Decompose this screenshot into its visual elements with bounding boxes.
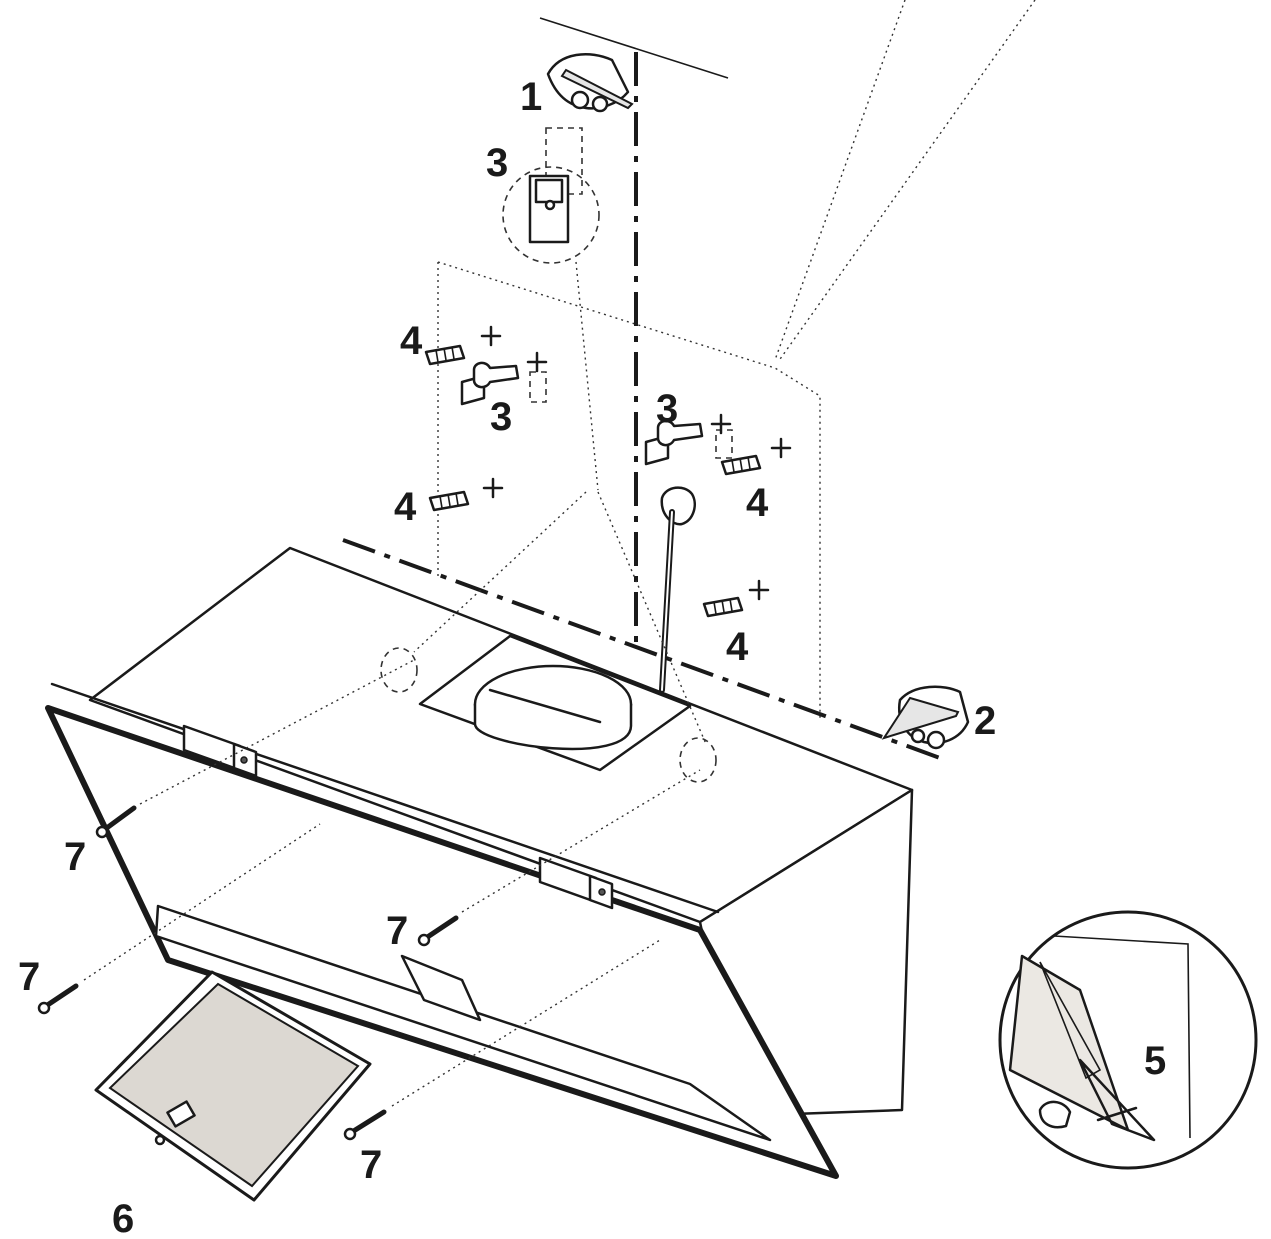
wall-plug-icon-3	[720, 437, 792, 476]
callout-4-bottom-right: 4	[726, 625, 749, 669]
callout-2: 2	[974, 699, 996, 743]
screw-icon-4	[343, 939, 661, 1141]
screw-icon-1	[95, 659, 415, 839]
callout-7-left: 7	[64, 835, 86, 879]
wall-plug-icon-1	[424, 325, 502, 366]
wall-bracket-icon-1	[460, 351, 548, 406]
screw-icon-3	[37, 823, 321, 1015]
callout-3-top: 3	[486, 141, 508, 185]
horizontal-reference-line	[342, 538, 941, 760]
callout-7-center: 7	[386, 909, 408, 953]
callout-7-far-left: 7	[18, 955, 40, 999]
marking-hand-icon-right	[881, 685, 970, 750]
callout-4-bottom-left: 4	[394, 485, 417, 529]
bracket-detail	[502, 127, 600, 491]
grease-filter	[94, 970, 372, 1202]
wall-plug-icon-4	[702, 579, 770, 618]
hood-glass-panel	[45, 705, 839, 1179]
wall-plug-icon-2	[428, 477, 504, 512]
screw-icon-2	[417, 769, 701, 947]
callout-3-left: 3	[490, 395, 512, 439]
callout-1: 1	[520, 75, 542, 119]
marking-hand-icon-top	[546, 53, 634, 113]
callout-4-top-right: 4	[746, 481, 769, 525]
hinge-icon-right	[538, 856, 614, 910]
callout-4-top-left: 4	[400, 319, 423, 363]
callout-6: 6	[112, 1197, 134, 1239]
power-plug-icon	[659, 486, 696, 693]
glass-fixing-detail	[998, 910, 1258, 1170]
wall-bracket-icon-2	[644, 413, 733, 466]
callout-3-right: 3	[656, 387, 678, 431]
callout-7-bottom: 7	[360, 1143, 382, 1187]
callout-5: 5	[1144, 1039, 1166, 1083]
wall-guide-lines	[437, 0, 1036, 718]
cooker-hood	[45, 491, 914, 1179]
